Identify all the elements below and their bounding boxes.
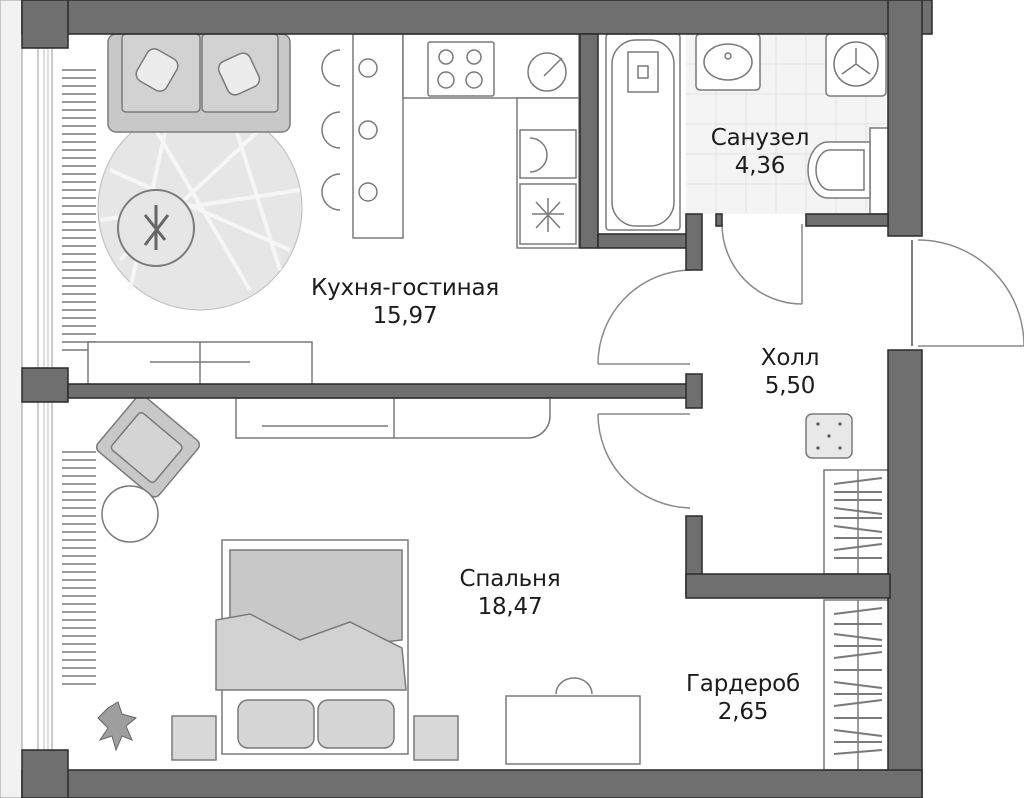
room-area: 4,36 — [734, 153, 786, 179]
sofa — [107, 33, 291, 133]
plant — [97, 701, 138, 752]
room-name: Спальня — [459, 566, 561, 592]
walls — [21, 0, 933, 798]
hall-wardrobe — [823, 469, 891, 575]
radiator-top — [62, 69, 96, 351]
room-label-bathroom: Санузел 4,36 — [690, 124, 830, 180]
room-area: 18,47 — [477, 594, 543, 620]
room-label-wardrobe: Гардероб 2,65 — [668, 670, 818, 726]
room-name: Санузел — [710, 125, 810, 151]
room-name: Кухня-гостиная — [310, 275, 500, 301]
wardrobe-closet — [823, 599, 891, 771]
bathtub — [605, 33, 681, 231]
room-label-kitchen-living: Кухня-гостиная 15,97 — [290, 274, 520, 330]
bar-counter — [321, 33, 404, 239]
room-area: 5,50 — [764, 373, 816, 399]
toilet — [807, 127, 891, 215]
room-area: 15,97 — [372, 303, 438, 329]
room-area: 2,65 — [717, 699, 769, 725]
doors — [597, 223, 1024, 509]
bedroom-sideboard — [235, 397, 551, 439]
coffee-table — [117, 189, 195, 267]
armchair — [95, 394, 201, 543]
washing-machine — [825, 33, 887, 97]
radiator-bottom — [62, 451, 96, 685]
room-label-bedroom: Спальня 18,47 — [440, 565, 580, 621]
room-name: Гардероб — [685, 671, 801, 697]
bed — [171, 539, 459, 761]
bathroom-sink — [695, 33, 761, 91]
room-name: Холл — [760, 345, 820, 371]
kitchen-sideboard — [87, 341, 313, 387]
hall-pouf — [805, 413, 853, 459]
desk — [505, 677, 641, 765]
kitchen-counter — [402, 33, 580, 249]
room-label-hall: Холл 5,50 — [730, 344, 850, 400]
